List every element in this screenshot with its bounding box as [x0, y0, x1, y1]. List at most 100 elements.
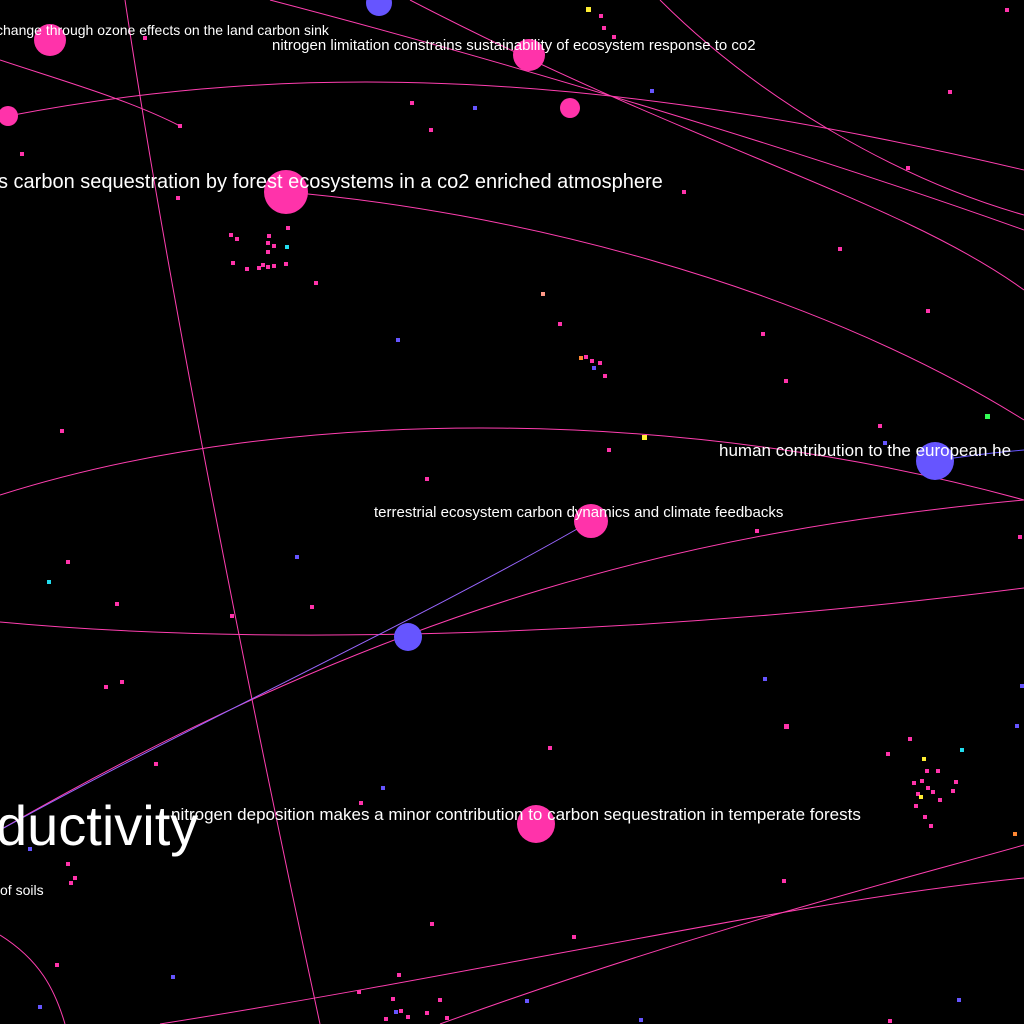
graph-node[interactable] [1015, 724, 1019, 728]
graph-node[interactable] [599, 14, 603, 18]
graph-node[interactable] [957, 998, 961, 1002]
graph-node[interactable] [1005, 8, 1009, 12]
graph-node[interactable] [592, 366, 596, 370]
graph-node[interactable] [60, 429, 64, 433]
graph-node[interactable] [257, 266, 261, 270]
graph-node[interactable] [20, 152, 24, 156]
graph-node[interactable] [69, 881, 73, 885]
graph-node[interactable] [929, 824, 933, 828]
graph-node[interactable] [231, 261, 235, 265]
graph-node[interactable] [115, 602, 119, 606]
graph-node[interactable] [883, 441, 887, 445]
graph-node[interactable] [908, 737, 912, 741]
graph-node[interactable] [960, 748, 964, 752]
graph-node[interactable] [261, 263, 265, 267]
graph-node[interactable] [394, 1010, 398, 1014]
graph-node[interactable] [912, 781, 916, 785]
graph-node[interactable] [1013, 832, 1017, 836]
graph-node[interactable] [525, 999, 529, 1003]
graph-node[interactable] [922, 757, 926, 761]
graph-node[interactable] [235, 237, 239, 241]
graph-node[interactable] [584, 355, 588, 359]
graph-node[interactable] [925, 769, 929, 773]
graph-node[interactable] [229, 233, 233, 237]
graph-node[interactable] [430, 922, 434, 926]
graph-node[interactable] [612, 35, 616, 39]
graph-node[interactable] [178, 124, 182, 128]
graph-node[interactable] [886, 752, 890, 756]
graph-node[interactable] [926, 309, 930, 313]
graph-node[interactable] [590, 359, 594, 363]
graph-node[interactable] [603, 374, 607, 378]
graph-node-large[interactable] [34, 24, 66, 56]
graph-node[interactable] [399, 1009, 403, 1013]
graph-node[interactable] [878, 424, 882, 428]
graph-node[interactable] [473, 106, 477, 110]
graph-node[interactable] [154, 762, 158, 766]
graph-node[interactable] [954, 780, 958, 784]
graph-node[interactable] [310, 605, 314, 609]
graph-node[interactable] [755, 529, 759, 533]
graph-node[interactable] [642, 435, 647, 440]
graph-node[interactable] [120, 680, 124, 684]
graph-node-large[interactable] [916, 442, 954, 480]
graph-node-large[interactable] [394, 623, 422, 651]
graph-node[interactable] [359, 801, 363, 805]
graph-node[interactable] [55, 963, 59, 967]
graph-node[interactable] [782, 879, 786, 883]
graph-node[interactable] [763, 677, 767, 681]
graph-node[interactable] [104, 685, 108, 689]
graph-node[interactable] [951, 789, 955, 793]
graph-node[interactable] [384, 1017, 388, 1021]
graph-node[interactable] [1020, 684, 1024, 688]
graph-node[interactable] [272, 244, 276, 248]
graph-node[interactable] [682, 190, 686, 194]
graph-node[interactable] [838, 247, 842, 251]
graph-node[interactable] [272, 264, 276, 268]
graph-node[interactable] [914, 804, 918, 808]
graph-node[interactable] [906, 166, 910, 170]
graph-node[interactable] [548, 746, 552, 750]
graph-node[interactable] [438, 998, 442, 1002]
graph-node[interactable] [73, 876, 77, 880]
graph-node[interactable] [598, 361, 602, 365]
graph-node-large[interactable] [513, 39, 545, 71]
graph-node[interactable] [28, 847, 32, 851]
graph-node[interactable] [284, 262, 288, 266]
graph-node[interactable] [916, 792, 920, 796]
graph-node[interactable] [410, 101, 414, 105]
graph-node[interactable] [295, 555, 299, 559]
graph-node[interactable] [920, 779, 924, 783]
graph-node[interactable] [425, 1011, 429, 1015]
graph-node[interactable] [66, 862, 70, 866]
graph-node[interactable] [639, 1018, 643, 1022]
graph-node[interactable] [176, 196, 180, 200]
graph-node[interactable] [230, 614, 234, 618]
graph-node-large[interactable] [0, 106, 18, 126]
graph-node[interactable] [936, 769, 940, 773]
graph-node[interactable] [143, 36, 147, 40]
graph-node[interactable] [285, 245, 289, 249]
graph-node[interactable] [171, 975, 175, 979]
graph-node[interactable] [784, 379, 788, 383]
graph-node[interactable] [267, 234, 271, 238]
graph-node[interactable] [579, 356, 583, 360]
graph-node[interactable] [47, 580, 51, 584]
graph-node[interactable] [948, 90, 952, 94]
graph-node[interactable] [266, 250, 270, 254]
graph-node[interactable] [572, 935, 576, 939]
graph-node[interactable] [245, 267, 249, 271]
graph-node[interactable] [425, 477, 429, 481]
graph-node[interactable] [38, 1005, 42, 1009]
graph-node[interactable] [396, 338, 400, 342]
graph-node[interactable] [314, 281, 318, 285]
graph-node-large[interactable] [366, 0, 392, 16]
graph-node-large[interactable] [574, 504, 608, 538]
graph-node[interactable] [784, 724, 789, 729]
graph-node-large[interactable] [264, 170, 308, 214]
graph-node[interactable] [286, 226, 290, 230]
graph-node[interactable] [541, 292, 545, 296]
graph-node[interactable] [926, 786, 930, 790]
graph-node[interactable] [650, 89, 654, 93]
